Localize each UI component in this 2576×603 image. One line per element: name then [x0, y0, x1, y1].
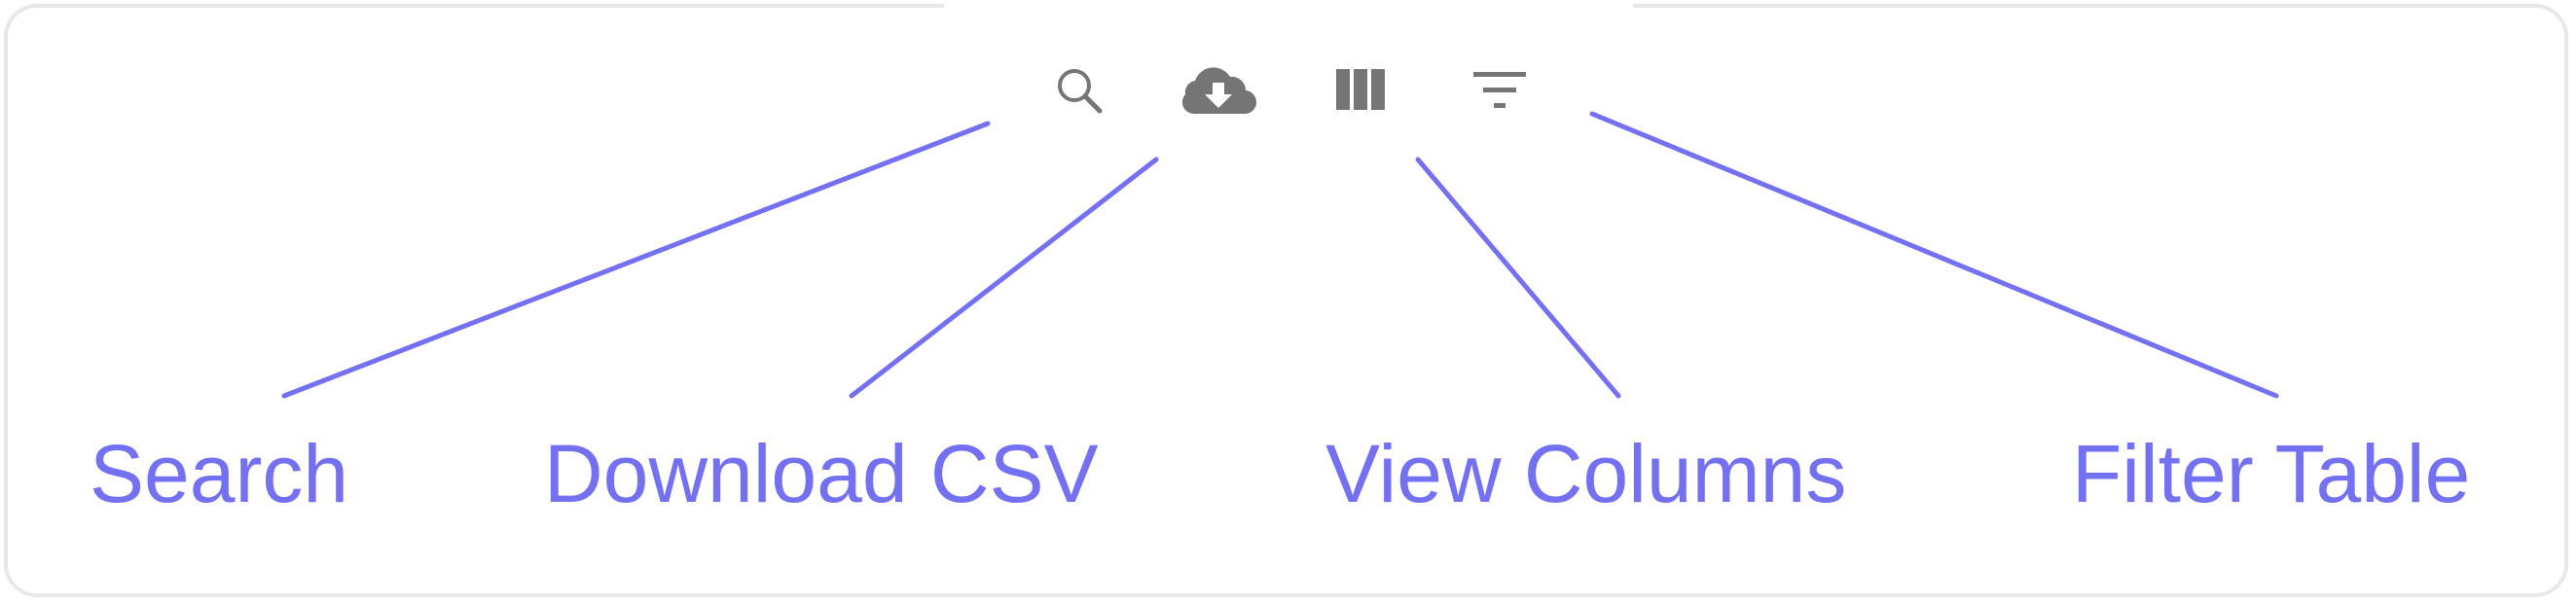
- cloud-download-icon[interactable]: [1181, 67, 1257, 115]
- search-icon[interactable]: [1058, 69, 1103, 114]
- label-view-columns: View Columns: [1325, 428, 1846, 519]
- view-columns-icon[interactable]: [1336, 69, 1385, 110]
- frame-gap: [944, 0, 1633, 12]
- label-filter-table: Filter Table: [2072, 428, 2470, 519]
- filter-list-icon[interactable]: [1473, 72, 1526, 108]
- connector-filter-table: [1589, 111, 2279, 399]
- label-download-csv: Download CSV: [544, 428, 1099, 519]
- connector-search: [281, 121, 991, 399]
- connector-lines: [281, 111, 2279, 399]
- connector-view-columns: [1415, 157, 1621, 399]
- connector-download-csv: [849, 157, 1159, 399]
- label-search: Search: [90, 428, 348, 519]
